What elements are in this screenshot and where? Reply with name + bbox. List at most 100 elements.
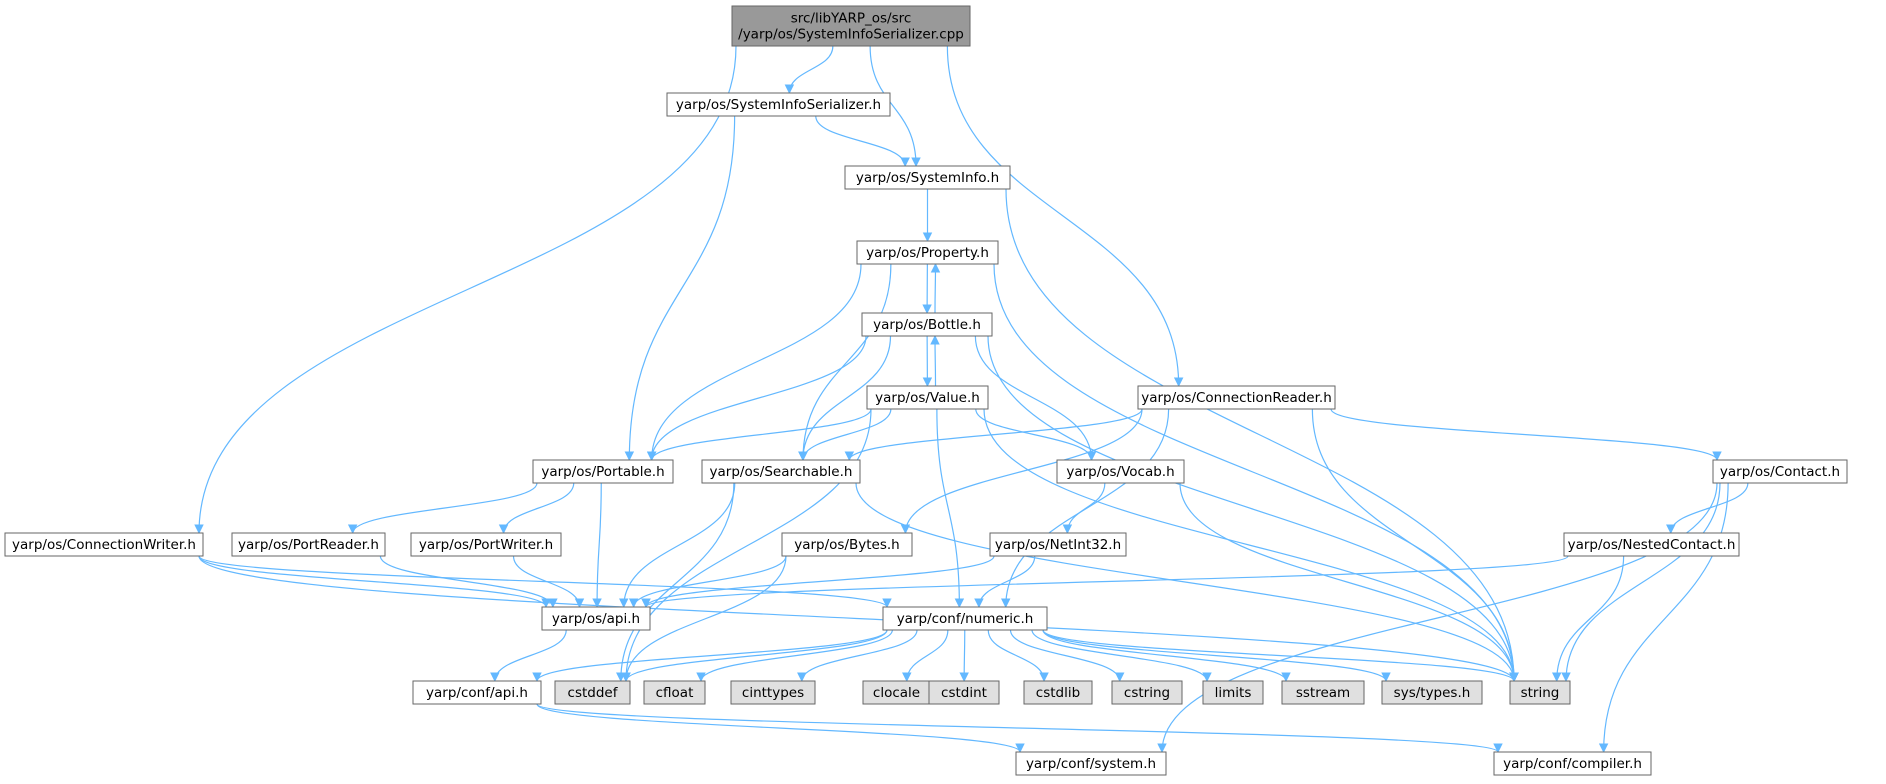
node-bottle[interactable]: yarp/os/Bottle.h — [861, 312, 993, 337]
node-box — [731, 5, 971, 47]
edge-searchable-to-osapi — [618, 482, 736, 608]
node-property[interactable]: yarp/os/Property.h — [856, 240, 999, 265]
edge-nested-to-string — [1551, 555, 1625, 682]
node-cstdint: cstdint — [928, 680, 1000, 705]
node-label: yarp/os/Value.h — [875, 390, 980, 406]
node-box — [730, 680, 816, 705]
node-label: string — [1521, 685, 1560, 701]
edge-numeric-to-cstdlib — [987, 629, 1049, 682]
edge-searchable-to-cstddef — [615, 482, 735, 682]
node-box — [1281, 680, 1365, 705]
edge-numeric-to-cinttypes — [797, 629, 918, 682]
node-root[interactable]: src/libYARP_os/src/yarp/os/SystemInfoSer… — [731, 5, 971, 47]
node-connreader[interactable]: yarp/os/ConnectionReader.h — [1137, 385, 1336, 410]
edge-connwriter-to-osapi — [198, 555, 551, 608]
node-box — [412, 680, 542, 705]
node-box — [1493, 751, 1652, 776]
node-label: yarp/os/Portable.h — [541, 464, 664, 480]
node-box — [856, 240, 999, 265]
node-cfloat: cfloat — [643, 680, 706, 705]
node-box — [928, 680, 1000, 705]
edge-contact-to-confsystem — [1157, 482, 1718, 753]
node-box — [541, 606, 651, 631]
node-searchable[interactable]: yarp/os/Searchable.h — [701, 459, 861, 484]
node-box — [1056, 459, 1185, 484]
edge-property-to-portable — [646, 263, 862, 461]
node-label: cstdlib — [1036, 685, 1080, 701]
node-netint32[interactable]: yarp/os/NetInt32.h — [989, 532, 1127, 557]
node-box — [1381, 680, 1483, 705]
node-portreader[interactable]: yarp/os/PortReader.h — [231, 532, 386, 557]
edge-portwriter-to-osapi — [512, 555, 585, 608]
node-confsystem[interactable]: yarp/conf/system.h — [1015, 751, 1167, 776]
node-label: sstream — [1296, 685, 1350, 701]
node-box — [1015, 751, 1167, 776]
node-string: string — [1509, 680, 1571, 705]
edge-value-to-portable — [646, 408, 872, 461]
edge-confapi-to-confsystem — [536, 703, 1025, 753]
edge-si_h-to-string — [1005, 188, 1519, 682]
node-cstddef: cstddef — [554, 680, 631, 705]
node-box — [643, 680, 706, 705]
node-box — [666, 92, 891, 117]
node-label: cfloat — [656, 685, 694, 701]
node-label: yarp/os/NetInt32.h — [995, 537, 1121, 553]
edge-bottle-to-portable — [646, 335, 867, 461]
edge-value-to-bottle — [930, 335, 940, 387]
edge-numeric-to-cfloat — [696, 629, 893, 682]
node-label: /yarp/os/SystemInfoSerializer.cpp — [738, 27, 964, 43]
node-confcompiler[interactable]: yarp/conf/compiler.h — [1493, 751, 1652, 776]
edge-value-to-numeric — [936, 408, 965, 608]
node-box — [701, 459, 861, 484]
edge-connwriter-to-string — [198, 555, 1519, 682]
edge-root-to-connwriter — [194, 45, 737, 534]
node-cstring: cstring — [1111, 680, 1183, 705]
node-label: yarp/os/ConnectionWriter.h — [12, 537, 196, 553]
edge-numeric-to-limits — [1031, 629, 1212, 682]
node-label: yarp/os/api.h — [552, 611, 640, 627]
node-osapi[interactable]: yarp/os/api.h — [541, 606, 651, 631]
node-numeric[interactable]: yarp/conf/numeric.h — [882, 606, 1048, 631]
node-box — [4, 532, 204, 557]
node-label: yarp/os/Property.h — [866, 245, 989, 261]
node-box — [989, 532, 1127, 557]
node-label: yarp/os/SystemInfo.h — [856, 170, 999, 186]
node-box — [532, 459, 674, 484]
node-box — [231, 532, 386, 557]
node-bytes[interactable]: yarp/os/Bytes.h — [781, 532, 913, 557]
node-value[interactable]: yarp/os/Value.h — [866, 385, 989, 410]
node-nested[interactable]: yarp/os/NestedContact.h — [1563, 532, 1740, 557]
edge-vocab-to-netint32 — [1062, 482, 1106, 534]
node-label: yarp/os/Searchable.h — [710, 464, 853, 480]
node-sis_h[interactable]: yarp/os/SystemInfoSerializer.h — [666, 92, 891, 117]
node-connwriter[interactable]: yarp/os/ConnectionWriter.h — [4, 532, 204, 557]
node-vocab[interactable]: yarp/os/Vocab.h — [1056, 459, 1185, 484]
node-layer: src/libYARP_os/src/yarp/os/SystemInfoSer… — [4, 5, 1848, 776]
node-portwriter[interactable]: yarp/os/PortWriter.h — [410, 532, 562, 557]
node-label: cstddef — [568, 685, 619, 701]
edge-numeric-to-systypes — [1042, 629, 1391, 682]
edge-connreader-to-contact — [1330, 408, 1722, 461]
node-label: yarp/os/PortWriter.h — [419, 537, 553, 553]
edge-netint32-to-numeric — [974, 555, 1036, 608]
edge-connwriter-to-numeric — [198, 555, 892, 608]
node-label: cinttypes — [742, 685, 804, 701]
edge-bottle-to-string — [987, 335, 1519, 682]
node-portable[interactable]: yarp/os/Portable.h — [532, 459, 674, 484]
edge-numeric-to-cstring — [1009, 629, 1125, 682]
node-contact[interactable]: yarp/os/Contact.h — [1712, 459, 1848, 484]
edge-value-to-string — [983, 408, 1519, 682]
node-sstream: sstream — [1281, 680, 1365, 705]
node-confapi[interactable]: yarp/conf/api.h — [412, 680, 542, 705]
node-box — [554, 680, 631, 705]
edge-nested-to-osapi — [641, 555, 1569, 608]
edge-searchable-to-string — [855, 482, 1519, 682]
edge-numeric-to-clocale — [901, 629, 949, 682]
node-si_h[interactable]: yarp/os/SystemInfo.h — [844, 165, 1011, 190]
edge-contact-to-confcompiler — [1598, 482, 1729, 753]
node-label: yarp/os/SystemInfoSerializer.h — [676, 97, 881, 113]
node-label: yarp/conf/compiler.h — [1503, 756, 1642, 772]
edge-value-to-searchable — [798, 408, 892, 461]
node-box — [1202, 680, 1264, 705]
